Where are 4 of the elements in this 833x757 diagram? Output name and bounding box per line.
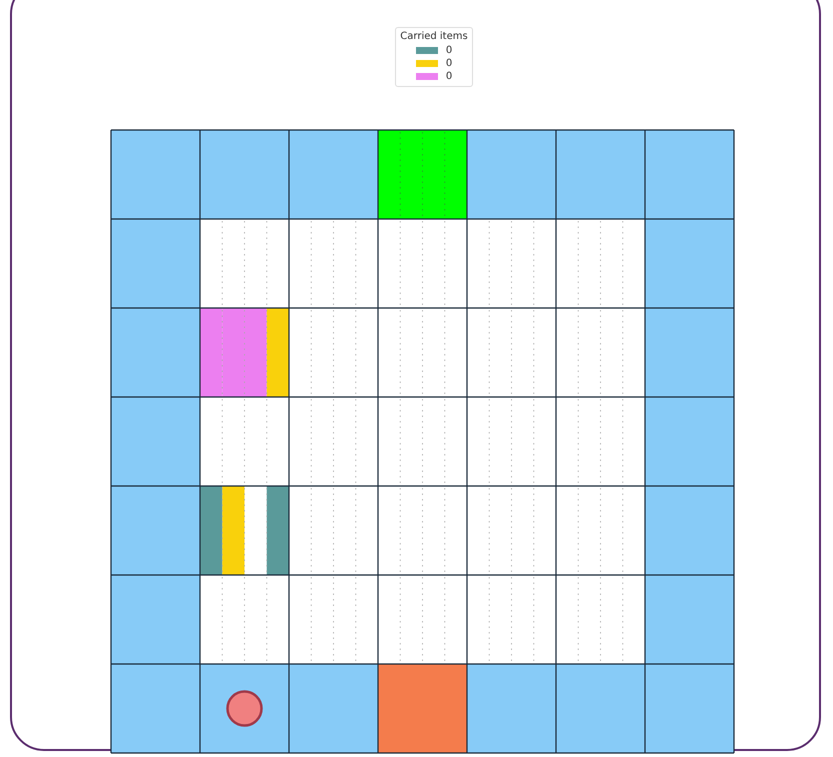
legend-value: 0 xyxy=(446,45,452,56)
legend-value: 0 xyxy=(446,58,452,69)
legend-title: Carried items xyxy=(400,31,468,42)
legend-value: 0 xyxy=(446,71,452,82)
